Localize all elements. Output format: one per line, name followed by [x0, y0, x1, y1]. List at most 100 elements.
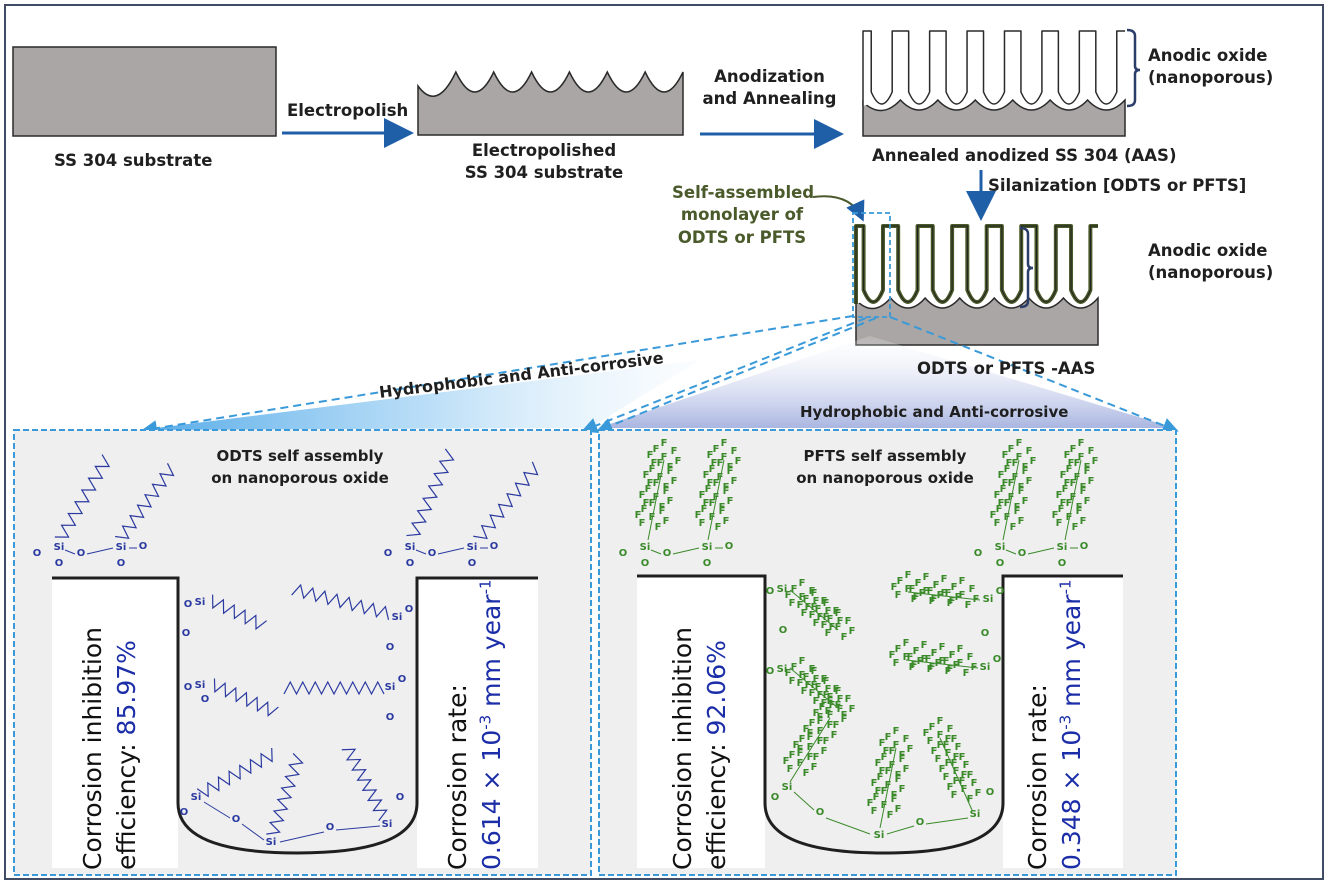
bond — [659, 459, 665, 481]
fluorine-atom: F — [815, 682, 822, 693]
silicon-atom: Si — [702, 542, 713, 553]
fluorine-atom: F — [1064, 450, 1071, 461]
anodic-oxide-label-2: Anodic oxide (nanoporous) — [1148, 240, 1273, 285]
fluorine-atom: F — [935, 754, 942, 765]
fluorine-atom: F — [785, 668, 792, 679]
fluorine-atom: F — [735, 456, 742, 467]
fluorine-atom: F — [835, 700, 842, 711]
bond — [335, 825, 381, 831]
fluorine-atom: F — [835, 608, 842, 619]
fluorine-atom: F — [809, 718, 816, 729]
fluorine-atom: F — [723, 482, 730, 493]
fluorine-atom: F — [943, 772, 950, 783]
bond — [801, 599, 815, 611]
bond — [415, 549, 427, 555]
fluorine-atom: F — [873, 792, 880, 803]
anodic-oxide2-line2: (nanoporous) — [1148, 263, 1274, 283]
pfts-efficiency-label: Corrosion inhibition — [668, 627, 697, 870]
fluorine-atom: F — [931, 746, 938, 757]
bond — [943, 595, 963, 599]
silicon-atom: Si — [467, 542, 478, 553]
fluorine-atom: F — [947, 782, 954, 793]
fluorine-atom: F — [909, 662, 916, 673]
fluorine-atom: F — [819, 702, 826, 713]
fluorine-atom: F — [1078, 452, 1085, 463]
fluorine-atom: F — [845, 694, 852, 705]
fluorine-atom: F — [903, 734, 910, 745]
bond — [887, 767, 893, 789]
bond — [925, 817, 969, 825]
pfts-title-line1: PFTS self assembly — [803, 447, 967, 465]
fluorine-atom: F — [891, 790, 898, 801]
fluorine-atom: F — [1084, 466, 1091, 477]
fluorine-atom: F — [1012, 458, 1019, 469]
fluorine-atom: F — [893, 740, 900, 751]
pfts-panel-title: PFTS self assembly on nanoporous oxide — [785, 446, 985, 490]
fluorine-atom: F — [647, 450, 654, 461]
odts-efficiency-label: Corrosion inhibition — [78, 627, 107, 870]
fluorine-atom: F — [675, 456, 682, 467]
oxygen-atom: O — [993, 654, 1002, 665]
fluorine-atom: F — [667, 462, 674, 473]
fluorine-atom: F — [1070, 444, 1077, 455]
odts-efficiency-text: Corrosion inhibition efficiency: 85.97% — [76, 627, 144, 870]
fluorine-atom: F — [829, 622, 836, 633]
odts-rate-label: Corrosion rate: — [443, 684, 472, 870]
fluorine-atom: F — [823, 676, 830, 687]
anodization-label-line1: Anodization — [714, 67, 825, 86]
silicon-atom: Si — [1057, 542, 1068, 553]
fluorine-atom: F — [927, 586, 934, 597]
anodic-oxide-layer — [862, 30, 1125, 106]
fluorine-atom: F — [955, 742, 962, 753]
silicon-atom: Si — [405, 542, 416, 553]
metal-substrate — [855, 295, 1099, 346]
fluorine-atom: F — [921, 654, 928, 665]
bond — [809, 733, 821, 751]
fluorine-atom: F — [931, 594, 938, 605]
bond — [707, 519, 713, 541]
fluorine-atom: F — [703, 498, 710, 509]
odts-title-line2: on nanoporous oxide — [211, 468, 389, 487]
oxygen-atom: O — [396, 792, 405, 803]
fluorine-atom: F — [721, 452, 728, 463]
fluorine-atom: F — [811, 680, 818, 691]
oxygen-atom: O — [641, 558, 650, 569]
fluorine-atom: F — [797, 758, 804, 769]
fluorine-atom: F — [1022, 466, 1029, 477]
oxygen-atom: O — [468, 558, 477, 569]
alkyl-chain — [291, 583, 390, 620]
fluorine-atom: F — [875, 786, 882, 797]
silicon-atom: Si — [116, 542, 127, 553]
fluorine-atom: F — [663, 486, 670, 497]
fluorine-atom: F — [1060, 470, 1067, 481]
fluorine-atom: F — [823, 690, 830, 701]
fluorine-atom: F — [945, 758, 952, 769]
fluorine-atom: F — [961, 770, 968, 781]
oxygen-atom: O — [779, 625, 788, 636]
fluorine-atom: F — [659, 506, 666, 517]
bond — [437, 547, 465, 555]
electropolished-label-line1: Electropolished — [471, 141, 617, 160]
alkyl-chain — [341, 748, 388, 822]
oxygen-atom: O — [326, 822, 335, 833]
fluorine-atom: F — [931, 648, 938, 659]
oxygen-atom: O — [232, 814, 241, 825]
fluorine-atom: F — [867, 798, 874, 809]
fluorine-atom: F — [1022, 462, 1029, 473]
bond — [923, 661, 943, 665]
fluorine-atom: F — [649, 498, 656, 509]
oxygen-atom: O — [725, 541, 734, 552]
alkyl-chain — [266, 753, 304, 835]
fluorine-atom: F — [1056, 490, 1063, 501]
bond — [1002, 519, 1008, 541]
bond — [959, 665, 979, 669]
fluorine-atom: F — [833, 684, 840, 695]
bond — [939, 737, 949, 757]
pore-wall-right — [1003, 576, 1123, 868]
alkyl-chain — [212, 594, 268, 631]
pfts-rate-mantissa: 0.348 × 10 — [1056, 729, 1086, 870]
fluorine-atom: F — [963, 760, 970, 771]
oxygen-atom: O — [981, 628, 990, 639]
fluorine-atom: F — [797, 744, 804, 755]
oxygen-atom: O — [55, 558, 64, 569]
